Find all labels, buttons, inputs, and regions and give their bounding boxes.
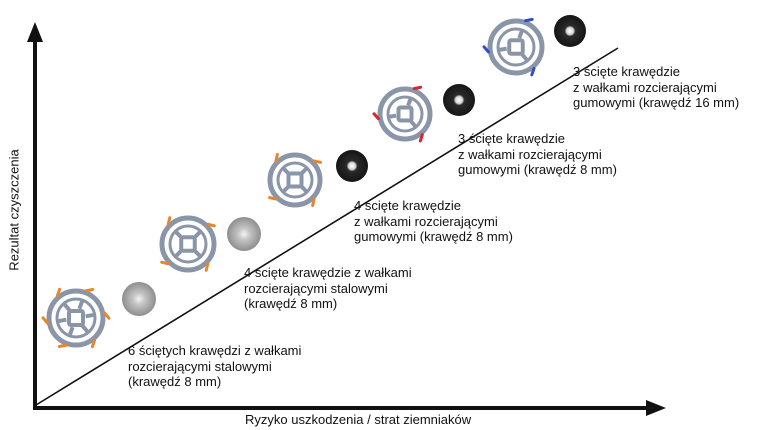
disc-3-edges-icon (372, 85, 433, 143)
steel-roller-icon (122, 282, 156, 316)
rubber-roller-icon (336, 150, 368, 182)
stage-4 (372, 84, 475, 143)
steel-roller-icon (227, 217, 261, 251)
x-axis-arrowhead (646, 400, 666, 416)
rubber-roller-icon (443, 84, 475, 116)
disc-4-edges-icon (159, 215, 217, 273)
stage-1 (41, 282, 156, 349)
x-axis-title: Ryzyko uszkodzenia / strat ziemniaków (245, 412, 472, 427)
stage-5 (482, 15, 586, 77)
disc-6-edges-icon (41, 287, 111, 349)
disc-4-edges-icon (267, 152, 323, 208)
stage-layer (41, 15, 586, 349)
stage-label-5: 3 ścięte krawędzie z wałkami rozcierając… (573, 64, 740, 110)
stage-label-3: 4 ścięte krawędzie z wałkami rozcierając… (354, 198, 513, 244)
stage-label-4: 3 ścięte krawędzie z wałkami rozcierając… (458, 131, 617, 177)
disc-3-edges-icon (482, 17, 545, 77)
rubber-roller-icon (554, 15, 586, 47)
stage-2 (159, 215, 261, 273)
stage-label-1: 6 ściętych krawędzi z wałkami rozcierają… (128, 343, 302, 389)
stage-label-2: 4 ścięte krawędzie z wałkami rozcierając… (244, 265, 412, 311)
progression-line (35, 47, 619, 406)
y-axis-title: Rezultat czyszczenia (6, 149, 22, 271)
stage-3 (267, 150, 368, 208)
y-axis-arrowhead (27, 22, 43, 42)
